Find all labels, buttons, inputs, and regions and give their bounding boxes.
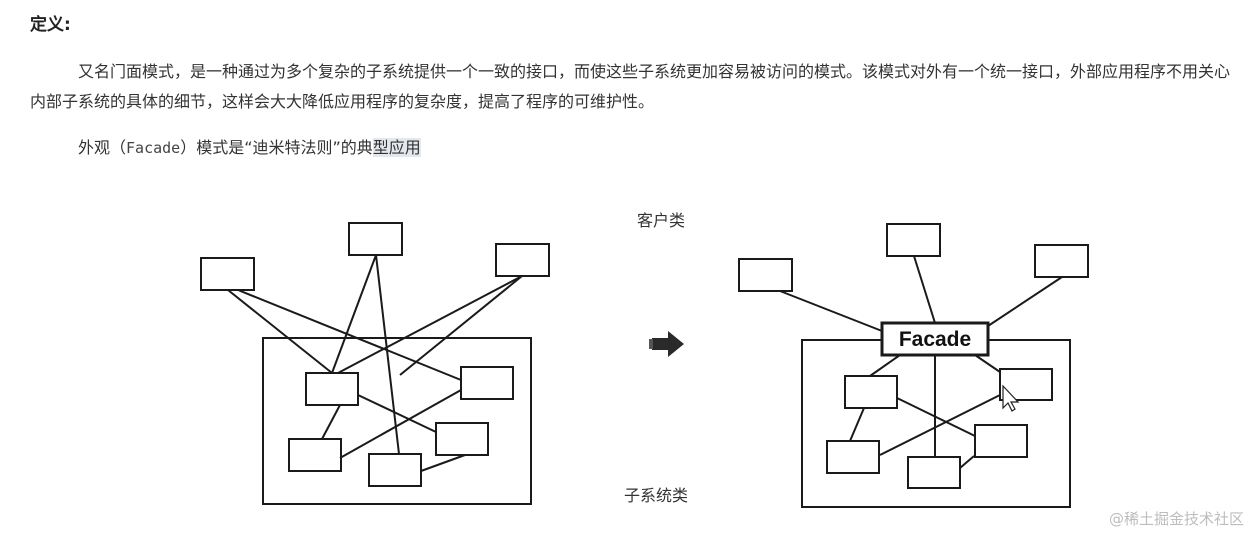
- right-subsystem-box: [826, 440, 880, 474]
- summary-middle: ）模式是“迪米特法则”的典: [180, 138, 373, 157]
- facade-box: [880, 321, 990, 357]
- left-client-box: [495, 243, 550, 277]
- definition-heading: 定义:: [30, 15, 71, 35]
- right-arrow-icon: [649, 331, 684, 357]
- right-subsystem-box: [907, 456, 961, 489]
- selected-text-highlight: 型应用: [372, 138, 421, 157]
- left-subsystem-box: [368, 453, 422, 487]
- left-client-box: [200, 257, 255, 291]
- right-connection-lines: [779, 255, 1063, 469]
- right-client-box: [886, 223, 941, 257]
- right-subsystem-box: [974, 424, 1028, 458]
- facade-box-label: Facade: [899, 328, 971, 351]
- left-connection-lines: [227, 254, 523, 472]
- definition-paragraph: 又名门面模式，是一种通过为多个复杂的子系统提供一个一致的接口，而使这些子系统更加…: [30, 62, 1231, 111]
- subsystem-class-label: 子系统类: [624, 486, 688, 505]
- client-class-label: 客户类: [637, 211, 685, 230]
- left-subsystem-box: [460, 366, 514, 400]
- right-subsystem-box: [844, 375, 898, 409]
- facade-summary-paragraph: 外观（Facade）模式是“迪米特法则”的典型应用: [30, 133, 1238, 163]
- left-subsystem-box: [288, 438, 342, 472]
- watermark: @稀土掘金技术社区: [1108, 510, 1244, 528]
- right-client-box: [1034, 244, 1089, 278]
- left-subsystem-boundary: [262, 337, 532, 505]
- facade-code-text: Facade: [126, 139, 181, 157]
- left-subsystem-box: [435, 422, 489, 456]
- summary-prefix: 外观（: [78, 138, 127, 157]
- left-subsystem-box: [305, 372, 359, 406]
- left-client-box: [348, 222, 403, 256]
- mouse-cursor-icon: [1002, 384, 1020, 412]
- right-client-box: [738, 258, 793, 292]
